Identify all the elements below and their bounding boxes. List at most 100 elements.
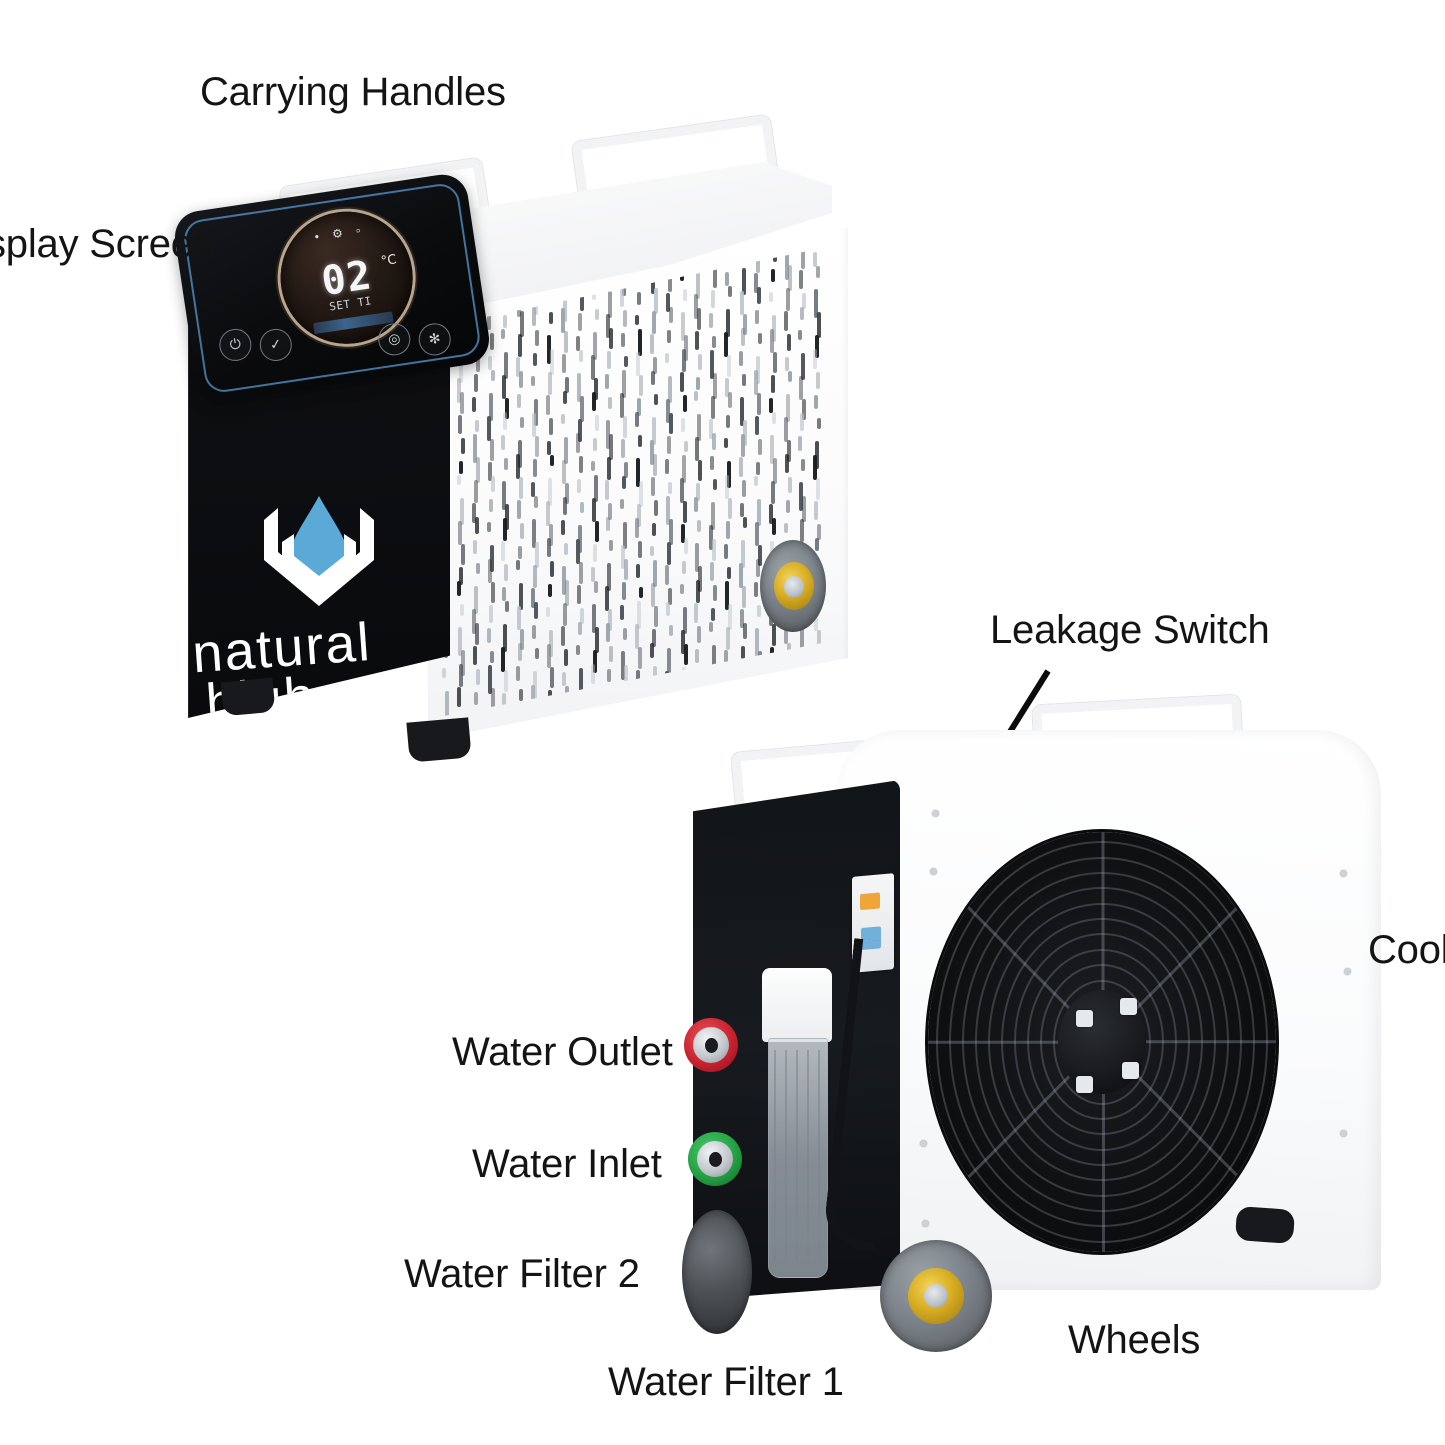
vent-slot	[532, 519, 537, 548]
vent-slot	[518, 334, 523, 357]
vent-slot	[772, 352, 777, 373]
vent-slot	[710, 562, 715, 581]
vent-slot	[622, 476, 627, 489]
water-inlet-port[interactable]	[688, 1132, 742, 1186]
vent-slot	[712, 433, 717, 450]
fan-grille-ring	[1027, 948, 1177, 1136]
vent-slot	[577, 419, 582, 442]
vent-slot	[590, 355, 595, 380]
vent-slot	[532, 307, 537, 326]
fan-mount-clip-bottom-left	[1076, 1076, 1093, 1093]
vent-slot	[635, 518, 639, 538]
vent-slot	[713, 373, 718, 399]
vent-slot	[545, 501, 550, 526]
vent-slot	[591, 604, 596, 633]
vent-slot	[639, 481, 643, 507]
vent-slot	[579, 608, 584, 624]
vent-slot	[473, 586, 478, 614]
right-rubber-foot	[1234, 1206, 1296, 1244]
vent-slot	[740, 646, 745, 659]
vent-slot	[649, 440, 654, 465]
vent-slot	[757, 439, 762, 455]
vent-slot	[694, 391, 699, 401]
vent-slot	[460, 650, 465, 676]
vent-slot	[726, 627, 731, 650]
vent-slot	[505, 398, 510, 419]
vent-slot	[576, 373, 581, 402]
vent-slot	[488, 605, 493, 623]
vent-slot	[696, 271, 701, 299]
vent-slot	[681, 455, 686, 483]
vent-slot	[740, 434, 745, 457]
vent-slot	[725, 581, 730, 610]
vent-slot	[505, 504, 510, 530]
vent-slot	[741, 374, 746, 386]
vent-slot	[682, 501, 687, 523]
vent-slot	[637, 504, 641, 527]
vent-slot	[579, 396, 584, 422]
vent-slot	[620, 605, 625, 620]
vent-slot	[683, 644, 688, 665]
vent-slot	[667, 270, 672, 292]
vent-slot	[593, 475, 598, 502]
vent-slot	[475, 669, 480, 685]
vent-slot	[649, 546, 654, 556]
vent-slot	[742, 623, 747, 639]
vent-slot	[635, 412, 639, 427]
vent-slot	[801, 353, 806, 380]
vent-slot	[680, 524, 685, 543]
vent-slot	[475, 563, 480, 574]
vent-slot	[519, 689, 524, 701]
vent-slot	[486, 628, 491, 643]
vent-slot	[682, 395, 687, 412]
vent-slot	[769, 541, 774, 555]
vent-slot	[739, 291, 744, 315]
vent-slot	[787, 371, 792, 382]
vent-slot	[475, 457, 480, 483]
vent-slot	[516, 454, 521, 479]
vent-slot	[458, 567, 463, 585]
vent-slot	[561, 354, 566, 373]
vent-slot	[712, 645, 717, 672]
fan-grille-ring	[962, 872, 1242, 1212]
vent-slot	[621, 651, 626, 680]
water-outlet-port[interactable]	[684, 1018, 738, 1072]
vent-slot	[697, 414, 702, 441]
label-water-outlet: Water Outlet	[452, 1030, 673, 1074]
vent-slot	[653, 606, 658, 627]
label-display-screen: splay Screen	[0, 222, 215, 266]
fan-grille-ring	[975, 887, 1229, 1197]
water-outlet-port-core	[693, 1027, 729, 1063]
vent-slot	[456, 687, 461, 707]
shell-screw-4	[1344, 968, 1351, 975]
vent-slot	[787, 477, 792, 493]
vent-slot	[695, 649, 700, 663]
vent-slot	[816, 372, 821, 389]
vent-slot	[800, 307, 805, 320]
vent-slot	[575, 539, 580, 564]
vent-slot	[593, 378, 598, 400]
vent-slot	[578, 350, 583, 362]
vent-slot	[785, 394, 790, 422]
vent-slot	[624, 665, 629, 691]
vent-slot	[755, 250, 760, 273]
vent-slot	[576, 585, 581, 604]
vent-slot	[546, 644, 551, 668]
vent-slot	[771, 624, 776, 646]
vent-slot	[754, 310, 759, 324]
vent-slot	[520, 629, 525, 650]
vent-slot	[757, 545, 762, 566]
vent-slot	[783, 523, 788, 533]
vent-slot	[712, 336, 717, 348]
vent-slot	[621, 439, 626, 458]
vent-slot	[594, 627, 599, 653]
vent-slot	[562, 294, 567, 322]
vent-slot	[798, 330, 803, 340]
vent-slot	[517, 500, 522, 519]
vent-slot	[548, 630, 553, 657]
vent-slot	[623, 416, 628, 438]
leakage-switch-test-button[interactable]	[860, 892, 880, 911]
vent-slot	[817, 630, 822, 651]
vent-slot	[549, 667, 554, 688]
fan-mount-clip-top-left	[1076, 1010, 1093, 1027]
